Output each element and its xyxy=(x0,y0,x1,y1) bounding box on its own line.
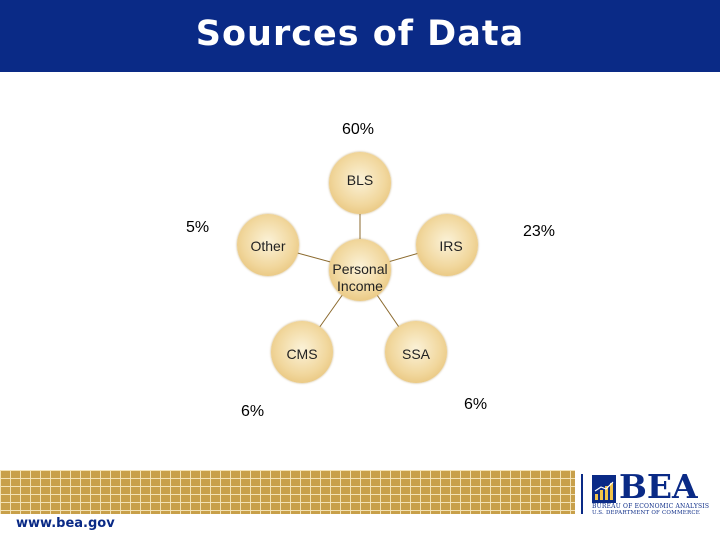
title-bar xyxy=(0,0,720,72)
node-ssa-label: SSA xyxy=(401,346,430,362)
bea-logo: BEA BUREAU OF ECONOMIC ANALYSIS U.S. DEP… xyxy=(592,467,716,517)
decorative-grid xyxy=(0,470,575,514)
node-bls xyxy=(329,152,391,214)
node-other-label: Other xyxy=(250,238,286,254)
node-center xyxy=(329,239,391,301)
node-irs xyxy=(416,214,478,276)
node-cms-label: CMS xyxy=(286,346,318,362)
bea-logo-mark xyxy=(592,475,616,503)
bea-logo-line1: BUREAU OF ECONOMIC ANALYSIS xyxy=(592,503,710,510)
node-other xyxy=(237,214,299,276)
node-irs-label: IRS xyxy=(439,238,463,254)
bea-logo-line2: U.S. DEPARTMENT OF COMMERCE xyxy=(592,510,700,516)
percent-cms: 6% xyxy=(241,403,265,420)
node-bls-label: BLS xyxy=(346,172,374,188)
node-ssa xyxy=(385,321,447,383)
percent-ssa: 6% xyxy=(464,396,488,413)
footer-url[interactable]: www.bea.gov xyxy=(16,516,115,531)
page-title: Sources of Data xyxy=(195,14,525,54)
percent-irs: 23% xyxy=(523,223,556,240)
node-cms xyxy=(271,321,333,383)
node-center-label: Personal Income xyxy=(332,261,388,294)
percent-other: 5% xyxy=(186,219,210,236)
footer-divider xyxy=(581,474,583,514)
percent-bls: 60% xyxy=(342,121,375,138)
bea-logo-word: BEA xyxy=(619,467,698,506)
bar-chart-icon xyxy=(594,481,614,500)
